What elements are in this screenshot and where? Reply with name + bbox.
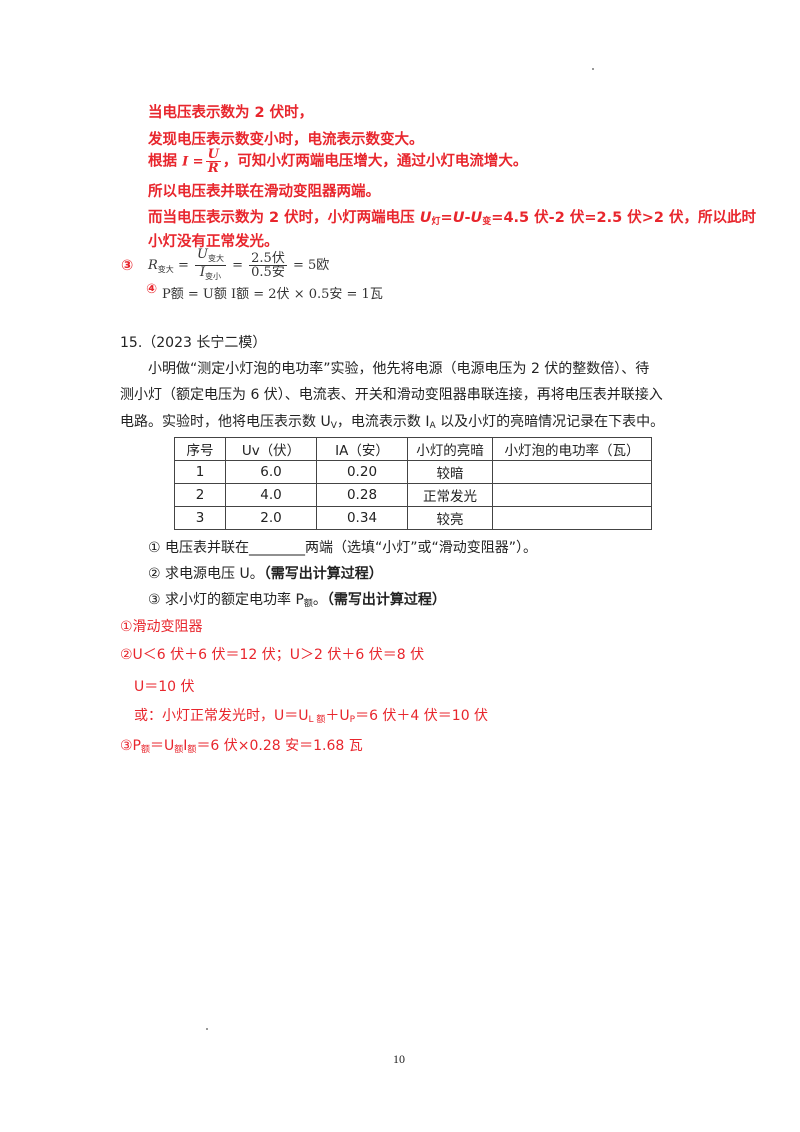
line3-num: U — [205, 147, 221, 162]
table-cell: 3 — [174, 506, 226, 530]
table-header: 序号 — [174, 437, 226, 461]
r-num2: 2.5伏 — [249, 251, 287, 266]
table-cell: 0.34 — [316, 506, 408, 530]
table-cell — [492, 483, 652, 507]
r-fraction-2: 2.5伏 0.5安 — [249, 252, 287, 279]
r-fraction-1: U变大 I变小 — [194, 248, 226, 283]
table-cell: 较暗 — [407, 460, 493, 484]
answer-5: ③P额＝U额I额＝6 伏×0.28 安＝1.68 瓦 — [120, 738, 363, 755]
r-result: = 5欧 — [292, 258, 330, 273]
table-cell: 6.0 — [225, 460, 317, 484]
table-cell: 2 — [174, 483, 226, 507]
line5-u2: U — [452, 210, 465, 226]
r-eq2: = — [232, 258, 243, 273]
answer-4: 或：小灯正常发光时，U＝UL 额＋UP＝6 伏＋4 伏＝10 伏 — [134, 708, 489, 725]
question-para-2: 测小灯（额定电压为 6 伏）、电流表、开关和滑动变阻器串联连接，再将电压表并联接… — [120, 387, 663, 403]
line5-minus: - — [464, 210, 471, 226]
line5-b: =4.5 伏-2 伏=2.5 伏>2 伏，所以此时 — [491, 210, 757, 226]
r-symbol: R — [148, 258, 158, 273]
table-cell: 正常发光 — [407, 483, 493, 507]
r-den2: 0.5安 — [251, 265, 285, 280]
table-header-row: 序号 Uv（伏） IA（安） 小灯的亮暗 小灯泡的电功率（瓦） — [174, 437, 652, 461]
resistance-formula: R变大 = U变大 I变小 = 2.5伏 0.5安 = 5欧 — [148, 248, 329, 283]
table-cell: 较亮 — [407, 506, 493, 530]
table-cell: 2.0 — [225, 506, 317, 530]
table-header: Uv（伏） — [225, 437, 317, 461]
bottom-dot — [206, 1028, 208, 1030]
table-cell: 0.20 — [316, 460, 408, 484]
answer-line-4: 所以电压表并联在滑动变阻器两端。 — [148, 184, 380, 200]
line3-den: R — [207, 161, 219, 176]
table-header: IA（安） — [316, 437, 408, 461]
table-row: 2 4.0 0.28 正常发光 — [174, 483, 652, 507]
p-marker: ④ — [146, 282, 158, 297]
sub-question-1: ① 电压表并联在________两端（选填“小灯”或“滑动变阻器”）。 — [148, 540, 538, 556]
line5-u3-sub: 变 — [482, 217, 492, 227]
r-num: U变大 — [194, 248, 226, 266]
answer-line-2: 发现电压表示数变小时，电流表示数变大。 — [148, 132, 424, 148]
line5-u1: U — [419, 210, 432, 226]
table-cell: 0.28 — [316, 483, 408, 507]
table-header: 小灯泡的电功率（瓦） — [492, 437, 652, 461]
answer-2: ②U＜6 伏＋6 伏＝12 伏；U＞2 伏＋6 伏＝8 伏 — [120, 647, 425, 663]
answer-line-1: 当电压表示数为 2 伏时， — [148, 105, 314, 121]
answer-line-6: 小灯没有正常发光。 — [148, 234, 279, 250]
r-sub: 变大 — [157, 265, 174, 274]
question-number: 15.（2023 长宁二模） — [120, 335, 267, 351]
sub-question-2: ② 求电源电压 U。（需写出计算过程） — [148, 566, 383, 582]
table-cell: 4.0 — [225, 483, 317, 507]
question-para-1: 小明做“测定小灯泡的电功率”实验，他先将电源（电源电压为 2 伏的整数倍）、待 — [148, 361, 650, 377]
table-cell: 1 — [174, 460, 226, 484]
line3-suffix: ，可知小灯两端电压增大，通过小灯电流增大。 — [222, 153, 528, 170]
answer-line-5: 而当电压表示数为 2 伏时，小灯两端电压 U灯=U-U变=4.5 伏-2 伏=2… — [148, 206, 756, 227]
line5-u1-sub: 灯 — [431, 217, 441, 227]
r-eq1: = — [177, 258, 189, 273]
answer-1: ①滑动变阻器 — [120, 619, 203, 635]
question-para-3: 电路。实验时，他将电压表示数 UV，电流表示数 IA 以及小灯的亮暗情况记录在下… — [120, 414, 665, 431]
r-den: I变小 — [199, 265, 222, 281]
line3-formula-lhs: I = — [182, 154, 204, 170]
item3-marker: ③ — [121, 258, 134, 274]
table-row: 3 2.0 0.34 较亮 — [174, 506, 652, 530]
data-table: 序号 Uv（伏） IA（安） 小灯的亮暗 小灯泡的电功率（瓦） 1 6.0 0.… — [174, 437, 652, 530]
power-formula: P额 = U额 I额 = 2伏 × 0.5安 = 1瓦 — [162, 287, 383, 302]
line5-eq: = — [440, 210, 453, 226]
table-row: 1 6.0 0.20 较暗 — [174, 460, 652, 484]
sub-question-3: ③ 求小灯的额定电功率 P额。（需写出计算过程） — [148, 592, 446, 609]
line3-prefix: 根据 — [148, 153, 177, 170]
table-header: 小灯的亮暗 — [407, 437, 493, 461]
top-dot — [592, 68, 594, 70]
line5-a: 而当电压表示数为 2 伏时，小灯两端电压 — [148, 210, 420, 226]
table-cell — [492, 506, 652, 530]
table-cell — [492, 460, 652, 484]
answer-3: U＝10 伏 — [134, 679, 195, 695]
line5-u3: U — [470, 210, 483, 226]
page-number: 10 — [393, 1052, 405, 1066]
